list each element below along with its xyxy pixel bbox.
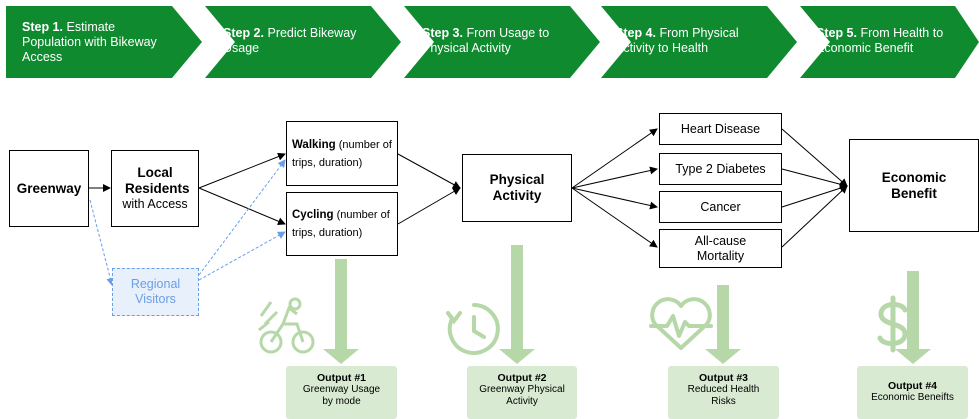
arrow-activity-mortality [571, 187, 658, 248]
arrow-diabetes-economic [781, 168, 848, 189]
node-greenway: Greenway [9, 150, 89, 227]
output-3-title: Output #3 [699, 372, 748, 384]
cancer-label: Cancer [700, 199, 741, 214]
greenway-label: Greenway [16, 180, 82, 196]
output-box-2: Output #2 Greenway Physical Activity [467, 366, 577, 419]
output-1-text: Greenway Usage by mode [302, 384, 381, 407]
node-local-residents: Local Residents with Access [111, 150, 199, 227]
arrow-cancer-economic [781, 184, 848, 208]
output-box-1: Output #1 Greenway Usage by mode [286, 366, 397, 419]
output-3-text: Reduced Health Risks [687, 384, 760, 407]
step-1-banner: Step 1. Estimate Population with Bikeway… [6, 6, 202, 78]
step-3-number: Step 3. [422, 26, 463, 40]
step-4-banner: Step 4. From Physical Activity to Health [601, 6, 797, 78]
local-residents-label: Local Residents [125, 165, 190, 196]
node-walking: Walking (number of trips, duration) [286, 121, 398, 186]
step-3-banner: Step 3. From Usage to Physical Activity [404, 6, 600, 78]
output-box-4: Output #4 Economic Beneifts [857, 366, 968, 419]
step-5-number: Step 5. [816, 26, 857, 40]
chevron-shape [601, 6, 797, 78]
heart-pulse-icon [649, 297, 713, 350]
node-heart-disease: Heart Disease [659, 113, 782, 145]
all-cause-label: All-cause Mortality [694, 233, 747, 263]
output-box-3: Output #3 Reduced Health Risks [668, 366, 779, 419]
dollar-icon [877, 295, 908, 353]
step-1-number: Step 1. [22, 20, 63, 34]
node-economic-benefit: Economic Benefit [849, 139, 979, 232]
economic-benefit-label: Economic Benefit [881, 169, 947, 201]
cycling-label: Cycling [292, 209, 334, 221]
output-4-text: Economic Beneifts [871, 392, 954, 403]
chevron-shape [404, 6, 600, 78]
cyclist-icon [258, 297, 315, 354]
physical-activity-label: Physical Activity [489, 172, 545, 203]
output-arrow-1 [323, 259, 359, 364]
step-2-banner: Step 2. Predict Bikeway Usage [205, 6, 401, 78]
step-2-text: Predict Bikeway Usage [223, 26, 357, 55]
arrow-visitors-cycling [198, 231, 286, 281]
step-2-number: Step 2. [223, 26, 264, 40]
walking-label: Walking [292, 138, 336, 151]
arrow-greenway-visitors [89, 199, 115, 286]
regional-visitors-label: Regional Visitors [130, 277, 181, 306]
arrow-cycling-activity [397, 187, 461, 225]
chevron-shape [800, 6, 979, 78]
step-5-banner: Step 5. From Health to Economic Benefit [800, 6, 979, 78]
step-4-number: Step 4. [615, 26, 656, 40]
arrow-mortality-economic [781, 185, 848, 248]
arrow-activity-cancer [571, 187, 658, 210]
step-5-text: From Health to Economic Benefit [816, 26, 944, 55]
node-type2-diabetes: Type 2 Diabetes [659, 153, 782, 185]
output-arrow-4 [895, 271, 931, 364]
arrow-walking-activity [397, 153, 461, 189]
output-arrow-2 [499, 245, 535, 364]
cycling-sub: (number of trips, duration) [292, 209, 390, 239]
arrow-heart-economic [781, 128, 848, 187]
walking-sub: (number of trips, duration) [292, 138, 392, 169]
arrow-activity-heart [571, 128, 658, 189]
arrow-residents-walking [198, 152, 286, 189]
heart-disease-label: Heart Disease [680, 121, 761, 136]
output-2-text: Greenway Physical Activity [479, 384, 565, 407]
node-physical-activity: Physical Activity [462, 154, 572, 222]
chevron-shape [205, 6, 401, 78]
node-all-cause-mortality: All-cause Mortality [659, 229, 782, 268]
output-2-title: Output #2 [497, 372, 547, 384]
step-4-text: From Physical Activity to Health [615, 26, 739, 55]
output-1-title: Output #1 [317, 372, 366, 384]
arrow-activity-diabetes [571, 166, 658, 189]
arrow-residents-cycling [198, 187, 286, 225]
clock-icon [446, 303, 500, 355]
node-regional-visitors: Regional Visitors [112, 268, 199, 316]
local-residents-sub: with Access [122, 197, 188, 211]
type2-diabetes-label: Type 2 Diabetes [675, 161, 766, 176]
node-cancer: Cancer [659, 191, 782, 223]
step-3-text: From Usage to Physical Activity [422, 26, 550, 55]
step-1-text: Estimate Population with Bikeway Access [22, 20, 157, 64]
output-arrow-3 [705, 285, 741, 364]
output-4-title: Output #4 [888, 380, 937, 392]
arrow-visitors-walking [198, 159, 286, 276]
chevron-shape [6, 6, 202, 78]
node-cycling: Cycling (number of trips, duration) [286, 192, 398, 256]
